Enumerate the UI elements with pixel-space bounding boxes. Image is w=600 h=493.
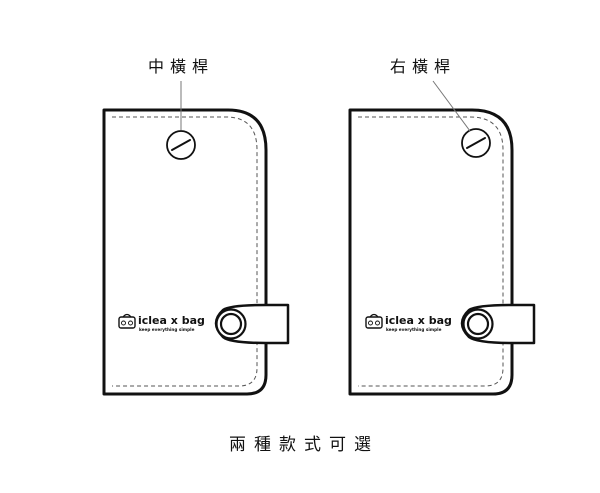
brand-logo: iclea x bag keep everything simple	[365, 313, 452, 332]
brand-tagline: keep everything simple	[139, 327, 195, 332]
snap-button-inner	[466, 312, 490, 336]
snap-button-inner	[219, 312, 243, 336]
brand-name: iclea x bag	[385, 314, 452, 327]
case-body	[348, 108, 514, 396]
brand-name: iclea x bag	[138, 314, 205, 327]
variant-left: 中橫桿 iclea x bag keep everything simple	[102, 57, 290, 396]
stitch-line	[112, 116, 258, 387]
brand-logo: iclea x bag keep everything simple	[118, 313, 205, 332]
bag-icon	[365, 313, 383, 329]
crossbar-hole	[461, 128, 491, 158]
stitch-line	[358, 116, 504, 387]
caption: 兩種款式可選	[229, 435, 379, 455]
brand-tagline: keep everything simple	[386, 327, 442, 332]
crossbar-hole	[166, 130, 196, 160]
label-leader	[432, 80, 471, 132]
variant-label: 右橫桿	[390, 57, 456, 76]
variant-label: 中橫桿	[148, 57, 214, 76]
bag-icon	[118, 313, 136, 329]
variant-right: 右橫桿 iclea x bag keep everything simple	[348, 57, 536, 396]
